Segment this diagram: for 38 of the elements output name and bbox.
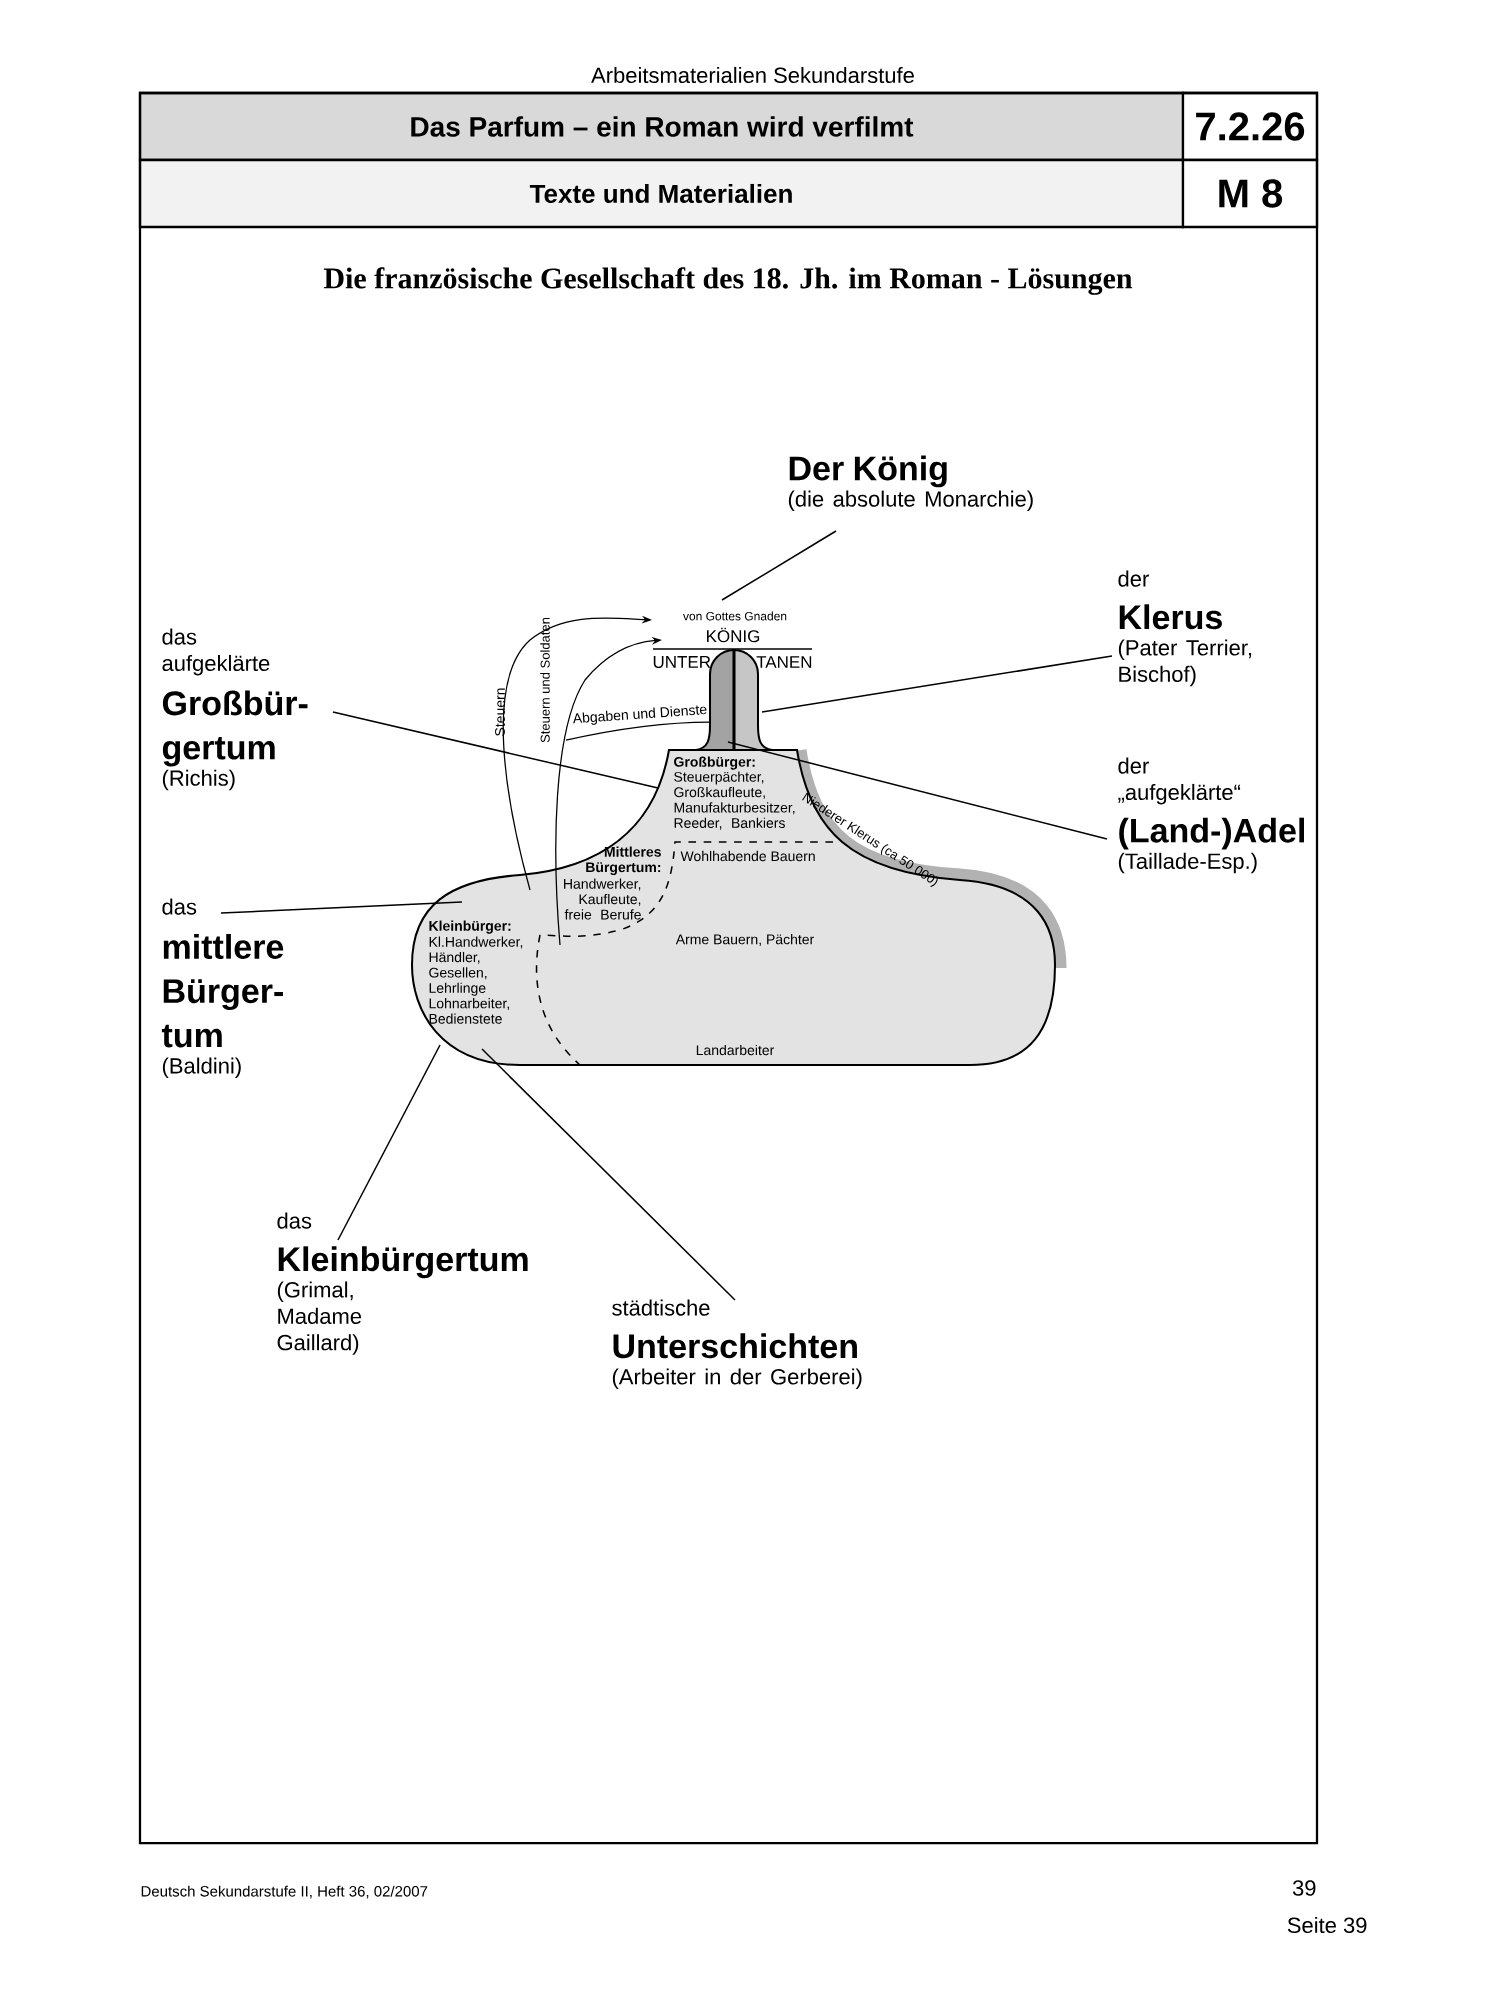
leader-line xyxy=(337,1044,441,1241)
callout-label: Der König (die absolute Monarchie) xyxy=(788,455,1033,512)
callout-label: das mittlere Bürger-tum (Baldini) xyxy=(161,898,284,1078)
header-cell: 7.2.26 xyxy=(1181,91,1319,162)
drawing-label: Mittleres Bürgertum: xyxy=(586,846,661,876)
leader-line xyxy=(220,901,463,914)
drawing-label: Großbürger: xyxy=(674,756,755,770)
leader-line xyxy=(481,1048,736,1301)
callout-label: das aufgeklärte Großbür-gertum (Richis) xyxy=(162,628,308,791)
page-number: Seite 39 xyxy=(1287,1916,1367,1934)
leader-line xyxy=(721,530,837,601)
callout-label: der „aufgeklärte“ (Land-)Adel (Taillade-Esp.) xyxy=(1118,757,1304,874)
callout-label: der Klerus (Pater Terrier, Bischof) xyxy=(1118,570,1252,687)
drawing-label: Arme Bauern, Pächter xyxy=(675,934,814,946)
leader-line xyxy=(727,741,1108,840)
header-cell: M 8 xyxy=(1181,158,1319,229)
drawing-label: von Gottes Gnaden xyxy=(683,611,787,621)
drawing-label: Steuern xyxy=(495,688,505,736)
callout-label: städtische Unterschichten (Arbeiter in der Gerberei) xyxy=(612,1299,862,1389)
drawing-label: Landarbeiter xyxy=(696,1044,775,1056)
drawing-label: Steuerpächter, Großkaufleute, Manufakturbesitzer, Reeder, Bankiers xyxy=(674,771,795,830)
callout-label: das Kleinbürgertum (Grimal, Madame Gaillard) xyxy=(277,1212,528,1355)
leader-line xyxy=(332,711,659,789)
drawing-label: KÖNIG xyxy=(707,627,760,643)
page-number: 39 xyxy=(1292,1880,1316,1896)
header-cell: Texte und Materialien xyxy=(138,158,1185,229)
drawing-label: Kleinbürger: xyxy=(429,920,511,934)
footer-text: Deutsch Sekundarstufe II, Heft 36, 02/2007 xyxy=(141,1885,428,1899)
header-cell: Das Parfum – ein Roman wird verfilmt xyxy=(138,91,1185,162)
drawing-label: Abgaben und Dienste xyxy=(573,705,707,725)
drawing-label: TANEN xyxy=(756,656,812,668)
leader-line xyxy=(761,655,1113,713)
drawing-label: Handwerker, Kaufleute, freie Berufe xyxy=(564,878,641,920)
heading: Die französische Gesellschaft des 18. Jh. im Roman - Lösungen xyxy=(323,267,1133,295)
drawing-label: UNTER xyxy=(653,656,711,668)
header-text: Arbeitsmaterialien Sekundarstufe xyxy=(591,66,914,84)
drawing-label: Wohlhabende Bauern xyxy=(680,850,815,862)
drawing-label: Kl.Handwerker, Händler, Gesellen, Lehrlinge Lohnarbeiter, Bedienstete xyxy=(429,936,523,1024)
